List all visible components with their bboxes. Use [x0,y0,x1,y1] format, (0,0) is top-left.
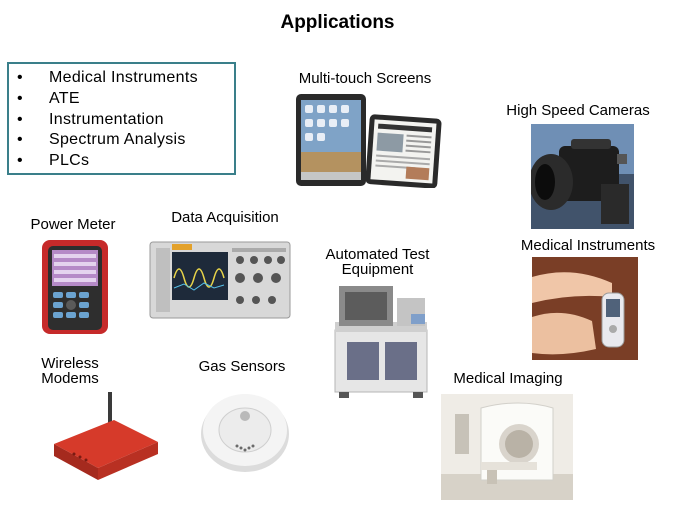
bullet-box: Medical Instruments ATE Instrumentation … [7,62,236,175]
medical-device-image [532,257,638,360]
tablets-image [296,94,442,188]
wireless-modem-image [54,392,158,480]
gas-sensor-image [201,394,289,472]
bullet-item: Medical Instruments [17,68,234,89]
bullet-item: Instrumentation [17,110,234,131]
bullet-item: Spectrum Analysis [17,130,234,151]
label-wireless-line1: Wireless [41,355,99,372]
label-medical-imaging: Medical Imaging [453,370,563,387]
bullet-list: Medical Instruments ATE Instrumentation … [17,68,234,172]
ate-machine-image [334,286,428,398]
camera-image [531,124,634,229]
label-multitouch: Multi-touch Screens [298,70,432,87]
oscilloscope-image [149,241,291,319]
label-wireless-line2: Modems [41,370,99,387]
slide-title: Applications [280,12,395,33]
label-power-meter: Power Meter [30,216,116,233]
bullet-item: ATE [17,89,234,110]
label-daq: Data Acquisition [171,209,279,226]
label-ate-line1: Automated Test [325,246,430,263]
label-medical-instruments: Medical Instruments [520,237,656,254]
label-ate-line2: Equipment [341,261,414,278]
bullet-item: PLCs [17,151,234,172]
label-gas-sensors: Gas Sensors [198,358,286,375]
power-meter-image [42,240,108,334]
label-cameras: High Speed Cameras [506,102,650,119]
mri-image [441,394,573,500]
